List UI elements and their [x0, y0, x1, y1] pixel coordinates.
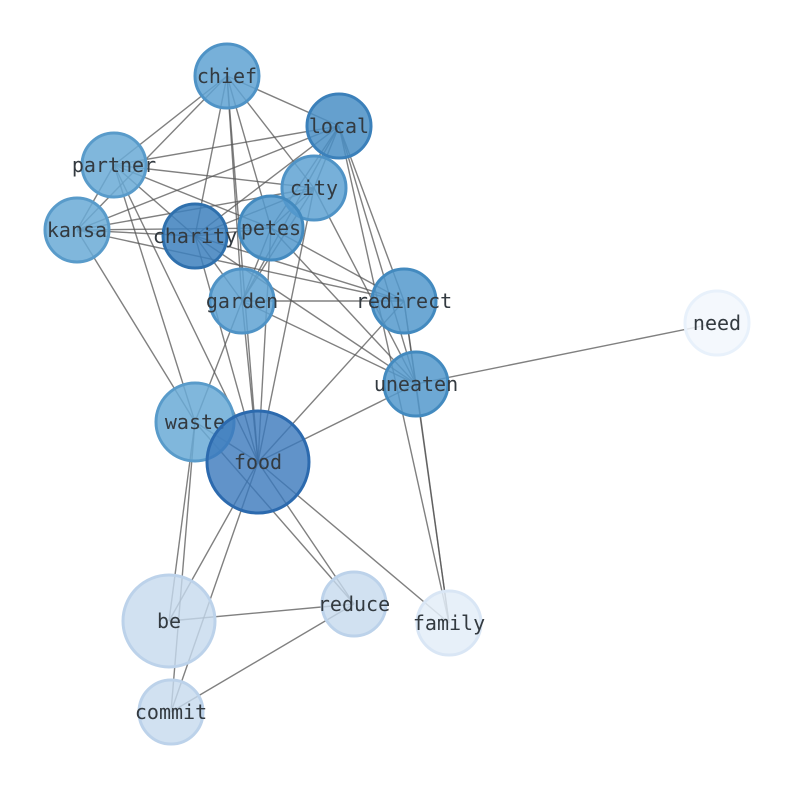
node-label-garden: garden — [206, 289, 278, 313]
node-food: food — [205, 409, 311, 515]
edge-partner-waste — [113, 164, 196, 423]
node-label-commit: commit — [135, 700, 207, 724]
node-partner: partner — [72, 131, 156, 199]
node-circle-partner — [80, 131, 148, 199]
node-charity: charity — [153, 202, 237, 270]
node-kansa: kansa — [43, 196, 111, 264]
node-petes: petes — [237, 194, 305, 262]
node-be: be — [121, 573, 217, 669]
edge-waste-commit — [170, 421, 196, 713]
edge-petes-uneaten — [270, 227, 417, 385]
edge-local-partner — [113, 125, 340, 166]
edge-uneaten-need — [415, 322, 718, 385]
node-circle-chief — [193, 42, 261, 110]
node-label-petes: petes — [241, 216, 301, 240]
node-label-reduce: reduce — [318, 592, 390, 616]
node-circle-local — [305, 92, 373, 160]
edge-partner-city — [113, 164, 315, 189]
node-circle-need — [683, 289, 751, 357]
node-city: city — [280, 154, 348, 222]
node-circle-city — [280, 154, 348, 222]
node-label-food: food — [234, 450, 282, 474]
node-label-partner: partner — [72, 153, 156, 177]
node-circle-commit — [137, 678, 205, 746]
node-label-kansa: kansa — [47, 218, 107, 242]
node-commit: commit — [135, 678, 207, 746]
node-circle-family — [415, 589, 483, 657]
node-label-charity: charity — [153, 224, 237, 248]
node-circle-redirect — [370, 267, 438, 335]
node-family: family — [413, 589, 485, 657]
node-local: local — [305, 92, 373, 160]
node-label-need: need — [693, 311, 741, 335]
node-reduce: reduce — [318, 570, 390, 638]
edge-charity-redirect — [194, 235, 405, 302]
node-label-city: city — [290, 176, 338, 200]
node-chief: chief — [193, 42, 261, 110]
node-label-chief: chief — [197, 64, 257, 88]
node-circle-kansa — [43, 196, 111, 264]
node-label-be: be — [157, 609, 181, 633]
node-label-waste: waste — [165, 410, 225, 434]
node-need: need — [683, 289, 751, 357]
node-circle-garden — [208, 267, 276, 335]
node-circle-be — [121, 573, 217, 669]
edge-local-kansa — [76, 125, 340, 231]
node-circle-food — [205, 409, 311, 515]
node-label-redirect: redirect — [356, 289, 452, 313]
edge-uneaten-family — [415, 383, 450, 624]
node-label-local: local — [309, 114, 369, 138]
edge-city-uneaten — [313, 187, 417, 385]
node-label-uneaten: uneaten — [374, 372, 458, 396]
edge-reduce-commit — [170, 603, 355, 713]
edge-kansa-redirect — [76, 229, 405, 302]
edge-local-uneaten — [338, 125, 417, 385]
node-redirect: redirect — [356, 267, 452, 335]
node-uneaten: uneaten — [374, 350, 458, 418]
node-garden: garden — [206, 267, 278, 335]
node-label-family: family — [413, 611, 485, 635]
node-circle-charity — [161, 202, 229, 270]
edge-chief-kansa — [76, 75, 228, 231]
node-circle-reduce — [320, 570, 388, 638]
node-circle-uneaten — [382, 350, 450, 418]
node-circle-petes — [237, 194, 305, 262]
edge-charity-uneaten — [194, 235, 417, 385]
